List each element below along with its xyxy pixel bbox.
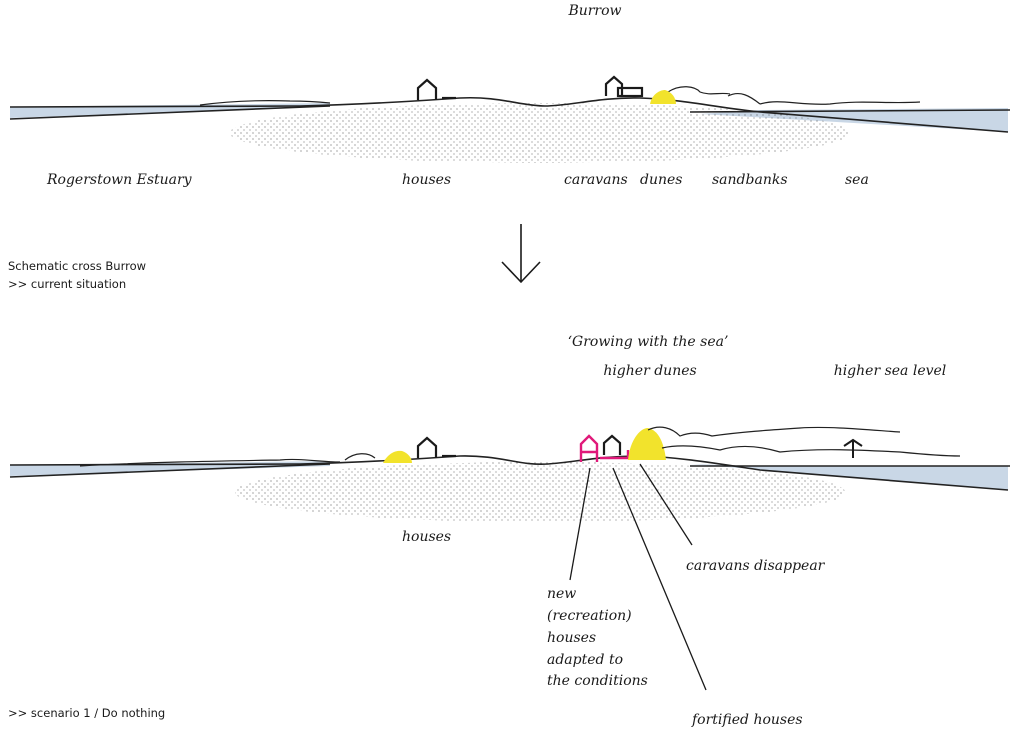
leader-fortified-houses (612, 467, 707, 691)
label-fortified-houses: fortified houses (691, 712, 803, 728)
label-new-houses-3: houses (547, 630, 596, 646)
house-icon (604, 75, 624, 96)
caption-scenario: >> scenario 1 / Do nothing (8, 706, 165, 720)
down-arrow-icon (501, 224, 541, 284)
higher-dune (628, 428, 666, 460)
dune (650, 90, 676, 104)
bottom-section: ‘Growing with the sea’ higher dunes high… (9, 334, 1010, 728)
sandbank-waves (667, 86, 921, 105)
label-houses: houses (402, 172, 451, 188)
sea-level-line (689, 109, 1011, 113)
fortified-house-base (600, 450, 630, 460)
estuary-waves (199, 100, 331, 106)
sand-body (230, 103, 850, 163)
label-dunes: dunes (640, 172, 682, 188)
estuary-bed (9, 463, 331, 478)
bottom-title: ‘Growing with the sea’ (568, 334, 729, 350)
label-new-houses-4: adapted to (547, 652, 623, 668)
label-sea: sea (845, 172, 869, 188)
top-title: Burrow (567, 3, 621, 19)
label-houses: houses (402, 529, 451, 545)
label-caravans: caravans (564, 172, 628, 188)
estuary-waves (79, 453, 376, 467)
label-estuary: Rogerstown Estuary (46, 172, 193, 188)
dune (383, 450, 412, 463)
label-sandbanks: sandbanks (712, 172, 788, 188)
house-icon (416, 78, 438, 100)
caption-line2: >> current situation (8, 277, 126, 291)
sandbank-waves (647, 426, 961, 457)
sign-post-icon (843, 438, 863, 458)
label-caravans-disappear: caravans disappear (686, 558, 826, 574)
label-new-houses-2: (recreation) (547, 608, 632, 624)
new-recreation-house-icon (579, 434, 599, 462)
caption-line1: Schematic cross Burrow (8, 259, 146, 273)
label-higher-dunes: higher dunes (603, 363, 696, 379)
label-higher-sea-level: higher sea level (834, 363, 947, 379)
leader-caravans (639, 463, 693, 546)
label-new-houses-5: the conditions (547, 673, 648, 689)
estuary-water (10, 461, 330, 476)
top-section: Burrow Rogerstown Estuary houses caravan… (9, 3, 1011, 188)
leader-new-houses (569, 467, 591, 581)
estuary-bed (9, 105, 331, 120)
house-icon (602, 434, 622, 455)
label-new-houses-1: new (547, 586, 576, 602)
estuary-water (10, 103, 330, 118)
sand-body (235, 462, 845, 522)
house-icon (416, 436, 438, 458)
caravan-icon (616, 86, 644, 98)
ground-profile (9, 96, 1009, 133)
